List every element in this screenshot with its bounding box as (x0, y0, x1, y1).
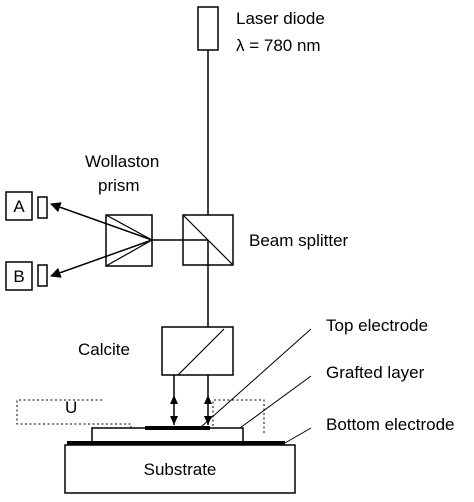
laser-diode (197, 6, 219, 51)
calcite-diagonal (177, 328, 225, 376)
grafted-layer-label: Grafted layer (326, 363, 425, 382)
bottom-electrode (67, 441, 285, 446)
top-electrode (145, 426, 210, 430)
probe-arrowhead-right-up (204, 395, 212, 404)
bottom-electrode-label: Bottom electrode (326, 415, 455, 434)
voltage-label: U (65, 398, 77, 417)
voltage-circuit-left (16, 399, 132, 432)
wollaston-label-line1: Wollaston (85, 152, 159, 171)
beam-splitter-label: Beam splitter (249, 231, 349, 250)
detector-b-box (5, 261, 33, 291)
beam-to-detector-a (50, 202, 153, 241)
wollaston-label-line2: prism (98, 176, 140, 195)
detector-b-label: B (13, 267, 24, 286)
probe-arrowhead-left-down (170, 416, 178, 425)
grafted-layer (91, 427, 244, 443)
bottom-electrode-leader (284, 427, 312, 444)
wollaston-upper-ray (105, 214, 153, 241)
wollaston-lower-ray (105, 239, 153, 267)
top-electrode-label: Top electrode (326, 316, 428, 335)
substrate (64, 444, 296, 494)
wavelength-label: λ = 780 nm (236, 36, 321, 55)
grafted-layer-leader (239, 375, 312, 429)
probe-arrowhead-left-up (170, 395, 178, 404)
laser-diode-label: Laser diode (236, 9, 325, 28)
detector-a-label: A (13, 197, 25, 216)
wollaston-prism (105, 214, 153, 267)
beam-to-detector-b (50, 239, 153, 278)
top-electrode-leader (200, 328, 312, 428)
voltage-circuit-right (212, 399, 265, 434)
detector-b-sensor (37, 264, 48, 287)
substrate-label: Substrate (144, 460, 217, 479)
detector-a-sensor (37, 196, 48, 219)
calcite-label: Calcite (78, 340, 130, 359)
detector-a-box (5, 191, 33, 221)
calcite-crystal (161, 326, 234, 376)
